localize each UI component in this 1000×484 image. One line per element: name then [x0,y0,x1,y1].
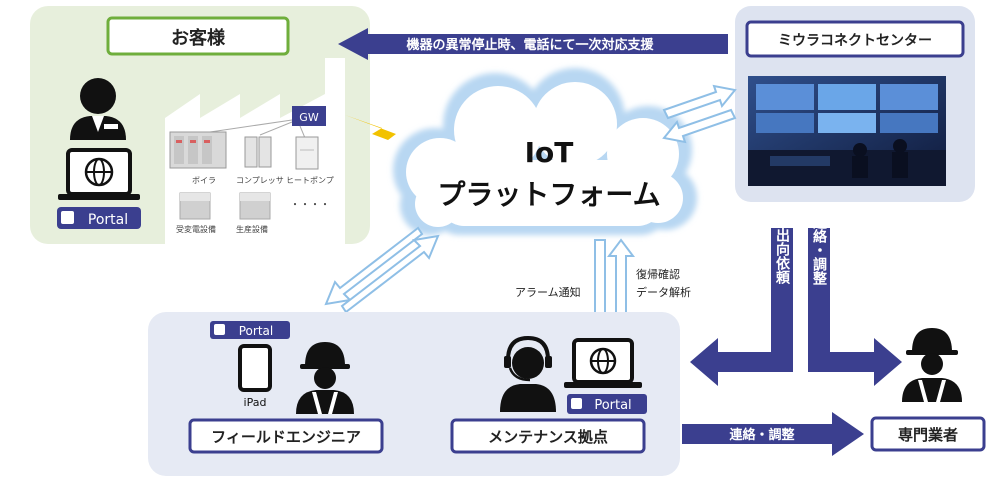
equip-substation: 受変電設備 [176,224,216,234]
field-portal-label: Portal [239,324,273,338]
center-title-box [745,20,965,58]
substation-icon [179,192,211,220]
center-title: ミウラコネクトセンター [778,33,932,49]
iot-title-line1: IoT [525,136,574,169]
field-portal-badge [210,321,290,339]
arrow-center-to-customer: 機器の異常停止時、電話にて一次対応支援 [338,28,728,60]
contact-horizontal-text: 連絡・調整 [729,427,795,443]
equip-heatpump: ヒートポンプ [286,176,334,185]
field-title: フィールドエンジニア [211,428,361,446]
ipad-label: iPad [244,396,267,409]
compressor-icon [244,136,272,168]
gw-links [209,119,306,139]
maintenance-title-box [450,418,646,454]
gw-label: GW [299,111,319,124]
center-panel: ミウラコネクトセンター [735,6,975,202]
equip-more: ・・・・ [290,200,330,211]
iot-title-line2: プラットフォーム [437,178,660,211]
customer-portal-label: Portal [88,212,128,228]
maintenance-title: メンテナンス拠点 [488,428,608,446]
arrow-center-to-customer-label: 機器の異常停止時、電話にて一次対応支援 [406,37,654,53]
arrow-cloud-field [324,226,440,314]
equip-compressor: コンプレッサ [236,176,284,185]
production-icon [239,192,271,220]
customer-title-box [106,16,290,56]
equip-production: 生産設備 [236,224,268,234]
customer-panel: お客様 Portal GW [30,6,370,245]
customer-laptop-icon [58,148,140,200]
lightning-icon [345,115,420,152]
boiler-icon [169,131,227,169]
maintenance-portal-label: Portal [594,398,631,413]
analysis-label: データ解析 [636,285,691,299]
iot-cloud: IoT プラットフォーム [393,68,697,235]
equip-boiler: ボイラ [192,176,216,185]
alarm-label: アラーム通知 [515,285,581,299]
control-room-photo [748,76,946,186]
ipad-icon [238,344,272,392]
field-title-box [188,418,384,454]
dispatch-text: 出向依頼 [774,227,790,285]
field-engineer-icon [296,342,354,414]
specialist-worker-icon [902,328,962,402]
operator-headset-icon [500,335,556,412]
arrow-cloud-center [662,84,737,144]
customer-portal-badge [57,207,141,229]
arrow-contact-vertical [808,228,902,386]
dispatch-label: 出向依頼 [774,227,790,285]
arrow-dispatch [690,228,793,386]
contact-vertical-text: 連絡・調整 [811,214,828,286]
maintenance-portal-badge [567,394,647,414]
gw-box [292,106,326,126]
arrow-contact-horizontal: 連絡・調整 [682,412,864,456]
heatpump-icon [295,136,319,170]
recovery-label: 復帰確認 [636,267,680,281]
lower-panel: Portal iPad フィールドエンジニア [148,312,680,476]
specialist-title: 専門業者 [898,426,958,444]
customer-title: お客様 [171,27,226,49]
maintenance-laptop-icon [564,338,642,388]
customer-person-icon [70,78,126,140]
specialist-title-box [870,416,986,452]
